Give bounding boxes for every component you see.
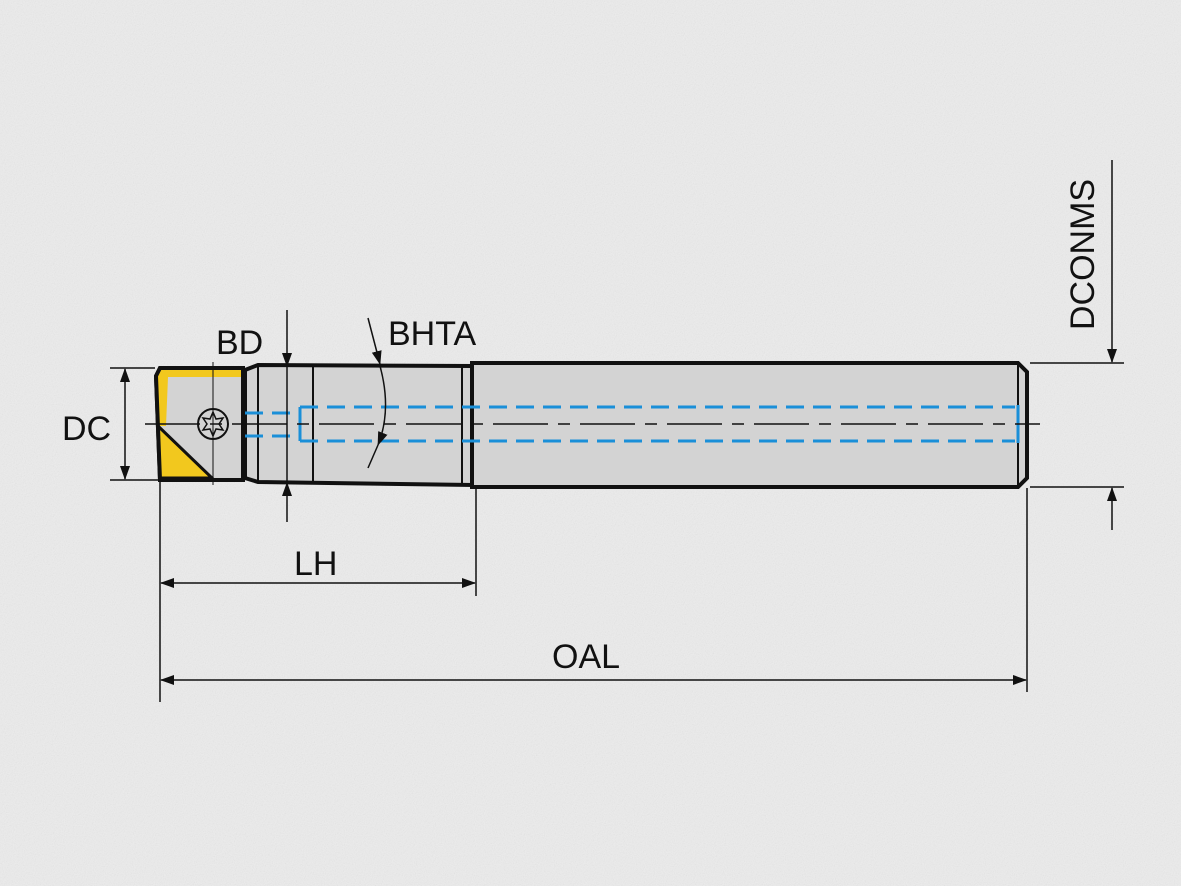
oal-dimension bbox=[160, 488, 1028, 692]
bhta-label: BHTA bbox=[388, 315, 476, 353]
shank bbox=[470, 361, 1029, 489]
dc-dimension bbox=[110, 367, 158, 481]
bhta-dimension bbox=[367, 317, 388, 469]
oal-label: OAL bbox=[552, 638, 620, 676]
dc-label: DC bbox=[62, 410, 111, 448]
insert-outline bbox=[153, 366, 245, 482]
coolant-channel bbox=[245, 405, 1015, 443]
bd-label: BD bbox=[216, 324, 263, 362]
dconms-dimension bbox=[1030, 160, 1124, 530]
head-body bbox=[243, 362, 474, 488]
lh-label: LH bbox=[294, 545, 337, 583]
dconms-label: DCONMS bbox=[1064, 179, 1102, 330]
insert-yellow-top bbox=[158, 370, 243, 426]
lh-dimension bbox=[159, 480, 477, 702]
